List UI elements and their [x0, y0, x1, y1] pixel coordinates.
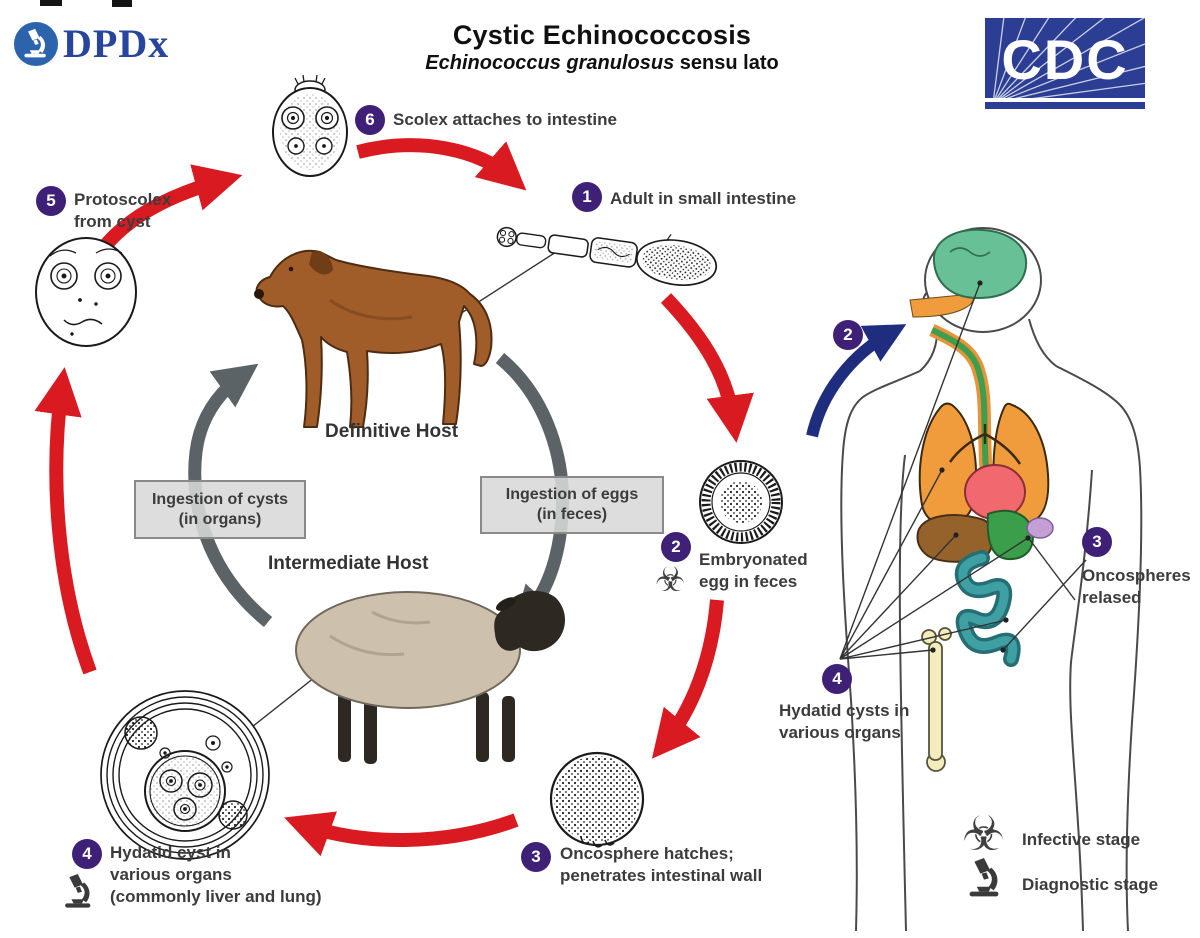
scan-artifact	[112, 0, 132, 7]
arrow-stage2-to-3	[651, 599, 724, 759]
stage-5-marker: 5	[36, 186, 66, 216]
egg-illustration	[699, 460, 783, 544]
protoscolex-illustration	[35, 237, 137, 347]
ingestion-of-eggs-box: Ingestion of eggs (in feces)	[480, 476, 664, 534]
dog-illustration	[254, 249, 493, 428]
stage-1-label: Adult in small intestine	[610, 189, 797, 208]
femur-bone	[921, 627, 952, 772]
stage-3-marker: 3	[521, 842, 551, 872]
stage-4-marker: 4	[72, 839, 102, 869]
stage-6-marker: 6	[355, 105, 385, 135]
hydatid-cysts-organs-label: Hydatid cysts in various organs	[779, 701, 910, 742]
arrow-stage1-to-2	[660, 293, 754, 443]
adult-worm-illustration	[496, 226, 718, 286]
cdc-logo-rays	[993, 18, 1145, 98]
legend-infective-label: Infective stage	[1022, 830, 1141, 849]
definitive-host-label: Definitive Host	[325, 421, 459, 442]
organ-callout-dots	[930, 280, 1031, 653]
cdc-logo: CDC	[985, 18, 1145, 98]
brood-capsule	[144, 750, 226, 832]
hydatid-cyst-illustration	[100, 690, 270, 860]
arrow-stage4-to-5	[34, 367, 97, 675]
scan-artifact	[40, 0, 62, 6]
intermediate-host-label: Intermediate Host	[268, 553, 429, 574]
scolex-illustration	[272, 74, 348, 177]
arrow-sheep-to-dog	[188, 363, 273, 628]
legend-diagnostic-label: Diagnostic stage	[1022, 875, 1159, 894]
stage-2-marker: 2	[661, 532, 691, 562]
subtitle-species: Echinococcus granulosus	[425, 52, 675, 74]
spleen	[1026, 517, 1054, 539]
sheep-illustration	[295, 590, 565, 764]
human-stage-4-marker: 4	[822, 664, 852, 694]
brain	[932, 228, 1028, 300]
oncospheres-released-label: Oncospheres relased	[1082, 566, 1191, 607]
oncosphere-illustration	[549, 751, 645, 848]
arrow-stage3-to-4	[284, 811, 519, 857]
stomach	[986, 509, 1034, 561]
subtitle-rest: sensu lato	[674, 52, 779, 74]
ingestion-of-cysts-box: Ingestion of cysts (in organs)	[134, 480, 306, 539]
biohazard-icon: ☣	[655, 561, 686, 599]
human-stage-3-marker: 3	[1082, 527, 1112, 557]
ingestion-arrow-to-mouth	[806, 324, 907, 438]
body-outline	[840, 227, 1143, 932]
human-figure	[806, 227, 1143, 932]
biohazard-icon: ☣	[962, 808, 1006, 861]
cdc-logo-bar	[985, 102, 1145, 109]
human-stage-2-marker: 2	[833, 320, 863, 350]
microscope-icon	[969, 858, 999, 897]
organ-callout-lines	[839, 282, 1087, 660]
cdc-logo-text: CDC	[1001, 28, 1129, 91]
stage-5-label: Protoscolex from cyst	[74, 190, 172, 231]
stage-6-label: Scolex attaches to intestine	[393, 110, 617, 129]
stage-4-label: Hydatid cyst in various organs (commonly…	[110, 843, 322, 906]
stage-2-label: Embryonated egg in feces	[699, 550, 808, 591]
intestines-highlight	[958, 553, 1018, 664]
stage-3-label: Oncosphere hatches; penetrates intestina…	[560, 844, 763, 885]
page-subtitle: Echinococcus granulosus sensu lato	[352, 52, 852, 75]
dpdx-logo-icon	[14, 22, 58, 66]
microscope-icon	[65, 874, 91, 908]
page-title: Cystic Echinococcosis	[452, 20, 752, 50]
arrow-stage6-to-1	[356, 138, 527, 191]
stage-1-marker: 1	[572, 182, 602, 212]
dpdx-logo-text: DPDx	[63, 21, 170, 66]
